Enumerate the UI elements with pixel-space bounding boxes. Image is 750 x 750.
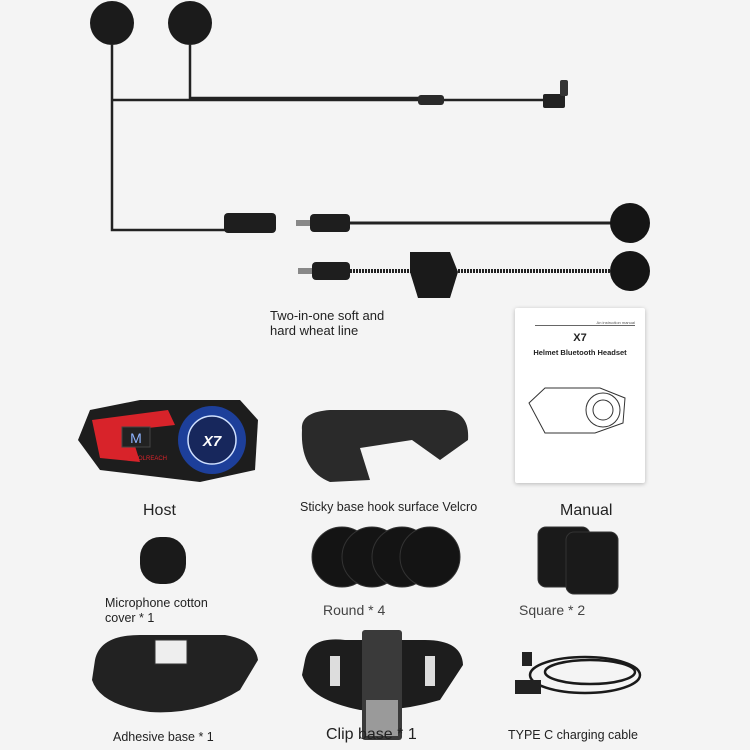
label-velcro: Sticky base hook surface Velcro xyxy=(300,500,478,514)
label-round: Round * 4 xyxy=(323,602,386,618)
label-adhesive-base: Adhesive base * 1 xyxy=(113,730,214,744)
svg-text:X7: X7 xyxy=(202,433,222,450)
speakers xyxy=(90,1,568,232)
label-square: Square * 2 xyxy=(519,602,586,618)
manual-device-drawing xyxy=(528,387,626,434)
host-m-button: M xyxy=(130,430,142,446)
wheat-line-mics xyxy=(224,203,650,298)
label-host: Host xyxy=(143,502,176,519)
label-clip-base: Clip base * 1 xyxy=(326,726,417,743)
microphone-cotton-cover xyxy=(140,537,186,584)
square-pads xyxy=(537,526,619,595)
adhesive-base xyxy=(92,635,258,713)
round-pads xyxy=(311,526,461,588)
label-manual: Manual xyxy=(560,502,613,519)
host-device: M COOLREACH X7 xyxy=(78,400,258,482)
clip-base xyxy=(302,630,463,740)
svg-text:COOLREACH: COOLREACH xyxy=(129,456,167,462)
type-c-cable xyxy=(515,652,642,695)
manual-booklet: An instruction manual X7 Helmet Bluetoot… xyxy=(515,308,645,483)
velcro-hook-surface xyxy=(301,410,469,482)
label-cable: TYPE C charging cable xyxy=(508,728,638,742)
